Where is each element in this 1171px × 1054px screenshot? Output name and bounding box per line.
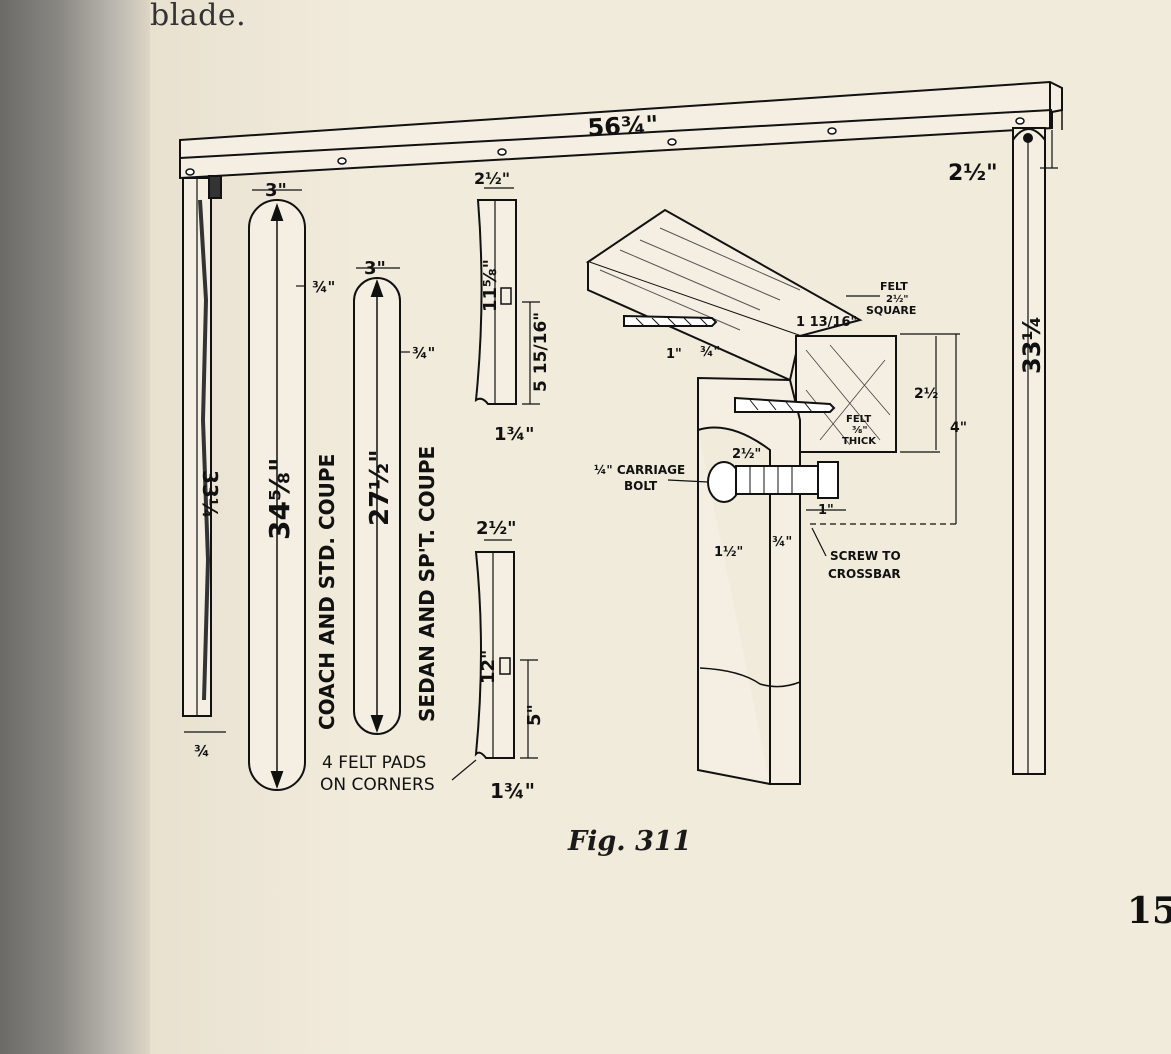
- post-thickness-dim-label: ¾": [772, 535, 792, 550]
- board-coach: [248, 199, 306, 791]
- stick1-length-label: 11⅝": [480, 259, 501, 312]
- screw-offset-horizontal-label: ¾": [700, 345, 720, 360]
- screw-note-line2: CROSSBAR: [828, 567, 901, 581]
- board2-length-label: 27½": [365, 449, 395, 526]
- stick2-width-label: 2½": [476, 518, 517, 539]
- board1-length-label: 34⅝": [263, 457, 296, 540]
- stick2-thickness-label: 1¾": [490, 779, 535, 803]
- carriage-bolt-line1: ¼" CARRIAGE: [594, 463, 685, 477]
- joint-detail: [585, 208, 897, 785]
- post-width-dim-label: 1½": [714, 545, 743, 560]
- stick-upper: [474, 199, 517, 405]
- felt-thick-line2: ⅜": [852, 425, 868, 436]
- crossbar-length-label: 56¾": [587, 110, 659, 142]
- felt-square-line2: 2½": [886, 294, 909, 305]
- crossbar-screws: [185, 117, 1025, 176]
- stick1-thickness-label: 1¾": [494, 424, 535, 445]
- page-number: 15: [1127, 890, 1171, 932]
- page-background: [150, 0, 1171, 1054]
- stick2-length-label: 12": [478, 650, 499, 684]
- board2-edge-label: ¾": [412, 344, 435, 362]
- board1-width-label: 3": [265, 180, 287, 201]
- board1-name-label: COACH AND STD. COUPE: [315, 454, 339, 730]
- stick2-notch-label: 5": [524, 704, 545, 726]
- board-sedan: [353, 277, 401, 735]
- carriage-bolt-line2: BOLT: [624, 479, 658, 493]
- felt-height-label: 2½: [914, 386, 938, 402]
- felt-square-line3: SQUARE: [866, 304, 916, 317]
- overall-height-label: 4": [950, 420, 967, 436]
- stick1-notch-label: 5 15/16": [531, 312, 551, 392]
- bolt-offset-label: 1": [818, 503, 834, 518]
- book-gutter-shadow: [0, 0, 150, 1054]
- left-post: [182, 175, 222, 717]
- figure-caption: Fig. 311: [568, 826, 692, 857]
- crossbar-offset-label: 2½": [948, 161, 998, 186]
- felt-thick-line1: FELT: [846, 414, 871, 425]
- felt-thick-line3: THICK: [842, 436, 877, 447]
- right-post: [1012, 127, 1046, 775]
- crossbar: [179, 80, 1063, 180]
- felt-width-label: 1 13/16": [796, 315, 857, 330]
- board2-name-label: SEDAN AND SP'T. COUPE: [415, 446, 439, 722]
- felt-pads-line1: 4 FELT PADS: [322, 753, 426, 773]
- left-post-height-label: 33¼: [198, 470, 222, 519]
- board2-width-label: 3": [364, 258, 386, 279]
- right-post-height-label: 33¼: [1018, 316, 1046, 374]
- dimension-lines: [184, 130, 1058, 781]
- screw-offset-vertical-label: 1": [666, 347, 682, 362]
- stick-lower: [474, 551, 515, 759]
- top-text: blade.: [150, 0, 247, 33]
- screw-note-line1: SCREW TO: [830, 549, 901, 563]
- left-post-thickness-label: ¾: [194, 742, 210, 760]
- board1-edge-label: ¾": [312, 278, 335, 296]
- stick1-width-label: 2½": [474, 169, 510, 188]
- diag-dim-label: 2½": [732, 447, 761, 462]
- felt-pads-line2: ON CORNERS: [320, 775, 435, 795]
- felt-square-line1: FELT: [880, 280, 908, 293]
